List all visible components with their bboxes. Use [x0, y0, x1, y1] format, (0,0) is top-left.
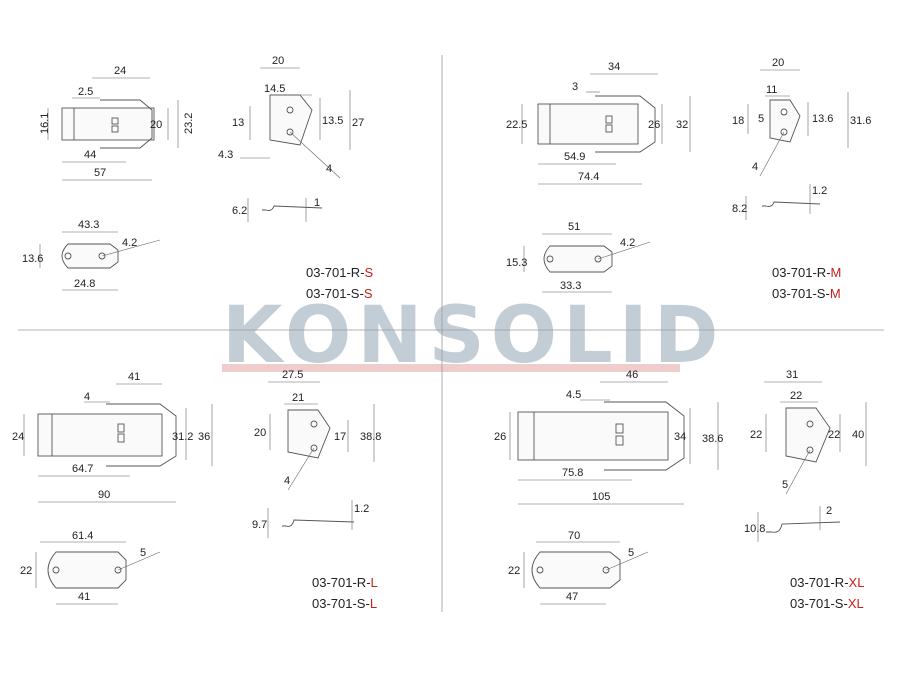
dim-s-24: 24 [114, 65, 126, 77]
dim-s-2-5: 2.5 [78, 86, 93, 98]
dim-xl-105: 105 [592, 491, 610, 503]
dim-m-22-5: 22.5 [506, 119, 527, 131]
dim-xl-47: 47 [566, 591, 578, 603]
dim-xl-38-6: 38.6 [702, 433, 723, 445]
dim-m-11: 11 [766, 84, 777, 96]
dim-l-36: 36 [198, 431, 210, 443]
dim-s-20: 20 [150, 119, 162, 131]
dim-l-1-2: 1.2 [354, 503, 369, 515]
code-xl-r: 03-701-R-XL [790, 575, 864, 590]
dim-m-dia4-2: 4.2 [620, 237, 635, 249]
code-l-r: 03-701-R-L [312, 575, 378, 590]
dim-l-31-2: 31.2 [172, 431, 193, 443]
dim-m-13-6: 13.6 [812, 113, 833, 125]
dim-l-64-7: 64.7 [72, 463, 93, 475]
dim-l-38-8: 38.8 [360, 431, 381, 443]
dim-s-27: 27 [352, 117, 364, 129]
dim-l-9-7: 9.7 [252, 519, 267, 531]
dim-xl-40: 40 [852, 429, 864, 441]
dim-l-41: 41 [128, 371, 140, 383]
dim-xl-75-8: 75.8 [562, 467, 583, 479]
quadrant-xl: 46 4.5 26 34 38.6 75.8 105 31 22 22 22 4… [494, 369, 867, 611]
quadrant-l: 41 4 24 31.2 36 64.7 90 27.5 21 20 17 38… [12, 369, 381, 611]
dim-xl-2: 2 [826, 505, 832, 517]
dim-m-1-2: 1.2 [812, 185, 827, 197]
dim-xl-22d: 22 [508, 565, 520, 577]
dim-xl-dia5b: 5 [628, 547, 634, 559]
dim-s-57: 57 [94, 167, 106, 179]
dim-s-24-8: 24.8 [74, 278, 95, 290]
dim-s-13: 13 [232, 117, 244, 129]
dim-s-1: 1 [314, 197, 320, 209]
dim-s-20b: 20 [272, 55, 284, 67]
code-m-r: 03-701-R-M [772, 265, 841, 280]
code-s-r: 03-701-R-S [306, 265, 374, 280]
dim-m-32: 32 [676, 119, 688, 131]
code-xl-s: 03-701-S-XL [790, 596, 864, 611]
dim-l-dia5: 5 [140, 547, 146, 559]
dim-xl-22c: 22 [828, 429, 840, 441]
dim-m-33-3: 33.3 [560, 280, 581, 292]
dim-m-15-3: 15.3 [506, 257, 527, 269]
dim-l-24: 24 [12, 431, 24, 443]
dim-s-13-5: 13.5 [322, 115, 343, 127]
code-m-s: 03-701-S-M [772, 286, 841, 301]
dim-l-61-4: 61.4 [72, 530, 93, 542]
dim-xl-22b: 22 [750, 429, 762, 441]
dim-l-21: 21 [292, 392, 304, 404]
dim-xl-26: 26 [494, 431, 506, 443]
dim-s-23-2: 23.2 [183, 113, 195, 134]
dim-xl-31: 31 [786, 369, 798, 381]
konsolid-watermark: KONSOLID [222, 291, 718, 381]
dim-xl-dia5: 5 [782, 479, 788, 491]
dim-m-74-4: 74.4 [578, 171, 599, 183]
dim-s-16-1: 16.1 [39, 113, 51, 134]
dim-s-6-2: 6.2 [232, 205, 247, 217]
dim-m-34: 34 [608, 61, 620, 73]
dim-m-5: 5 [758, 113, 764, 125]
quadrant-s: 24 2.5 16.1 20 23.2 44 57 20 14.5 13 13.… [22, 55, 374, 301]
dim-s-dia4: 4 [326, 163, 332, 175]
dim-s-4-3: 4.3 [218, 149, 233, 161]
dim-l-22: 22 [20, 565, 32, 577]
dim-m-51: 51 [568, 221, 580, 233]
dim-l-20: 20 [254, 427, 266, 439]
dim-xl-46: 46 [626, 369, 638, 381]
dim-l-41b: 41 [78, 591, 90, 603]
dim-l-17: 17 [334, 431, 346, 443]
code-s-s: 03-701-S-S [306, 286, 373, 301]
dim-m-20: 20 [772, 57, 784, 69]
dim-s-dia4-2: 4.2 [122, 237, 137, 249]
dim-xl-34: 34 [674, 431, 686, 443]
dim-m-3: 3 [572, 81, 578, 93]
dim-xl-70: 70 [568, 530, 580, 542]
dim-l-27-5: 27.5 [282, 369, 303, 381]
dim-m-dia4: 4 [752, 161, 758, 173]
code-l-s: 03-701-S-L [312, 596, 377, 611]
dim-xl-4-5: 4.5 [566, 389, 581, 401]
dim-xl-10-8: 10.8 [744, 523, 765, 535]
quadrant-m: 34 3 22.5 26 32 54.9 74.4 20 11 18 5 13.… [506, 57, 871, 301]
dim-m-31-6: 31.6 [850, 115, 871, 127]
dim-l-dia4: 4 [284, 475, 290, 487]
dim-l-4: 4 [84, 391, 90, 403]
dim-s-43-3: 43.3 [78, 219, 99, 231]
dim-l-90: 90 [98, 489, 110, 501]
dim-m-26: 26 [648, 119, 660, 131]
dim-s-14-5: 14.5 [264, 83, 285, 95]
dim-m-8-2: 8.2 [732, 203, 747, 215]
dim-s-13-6: 13.6 [22, 253, 43, 265]
dim-s-44: 44 [84, 149, 96, 161]
dim-m-54-9: 54.9 [564, 151, 585, 163]
dim-xl-22a: 22 [790, 390, 802, 402]
dim-m-18: 18 [732, 115, 744, 127]
